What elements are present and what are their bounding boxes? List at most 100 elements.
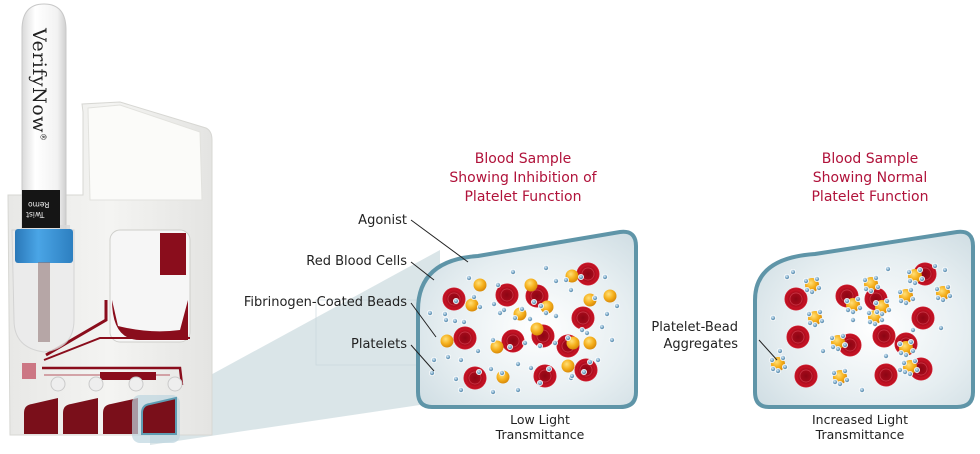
platelet: [857, 304, 864, 311]
red-blood-cell-center: [789, 292, 803, 306]
platelet: [568, 286, 575, 293]
platelet: [465, 274, 472, 281]
normal-chamber: [753, 229, 975, 409]
platelet: [522, 339, 529, 346]
platelet: [872, 320, 879, 327]
platelet: [599, 323, 606, 330]
red-blood-cell: [784, 287, 808, 311]
platelet: [814, 275, 821, 282]
platelet: [528, 364, 535, 371]
red-blood-cell: [453, 326, 477, 350]
platelet: [426, 309, 433, 316]
label-platelet-bead-aggregates: Platelet-Bead Aggregates: [651, 320, 738, 352]
platelet: [807, 319, 814, 326]
red-blood-cell: [495, 283, 519, 307]
red-blood-cell-center: [468, 371, 482, 385]
tube-band-text: Remo: [28, 200, 50, 209]
platelet: [498, 369, 505, 376]
platelet: [829, 334, 836, 341]
platelet: [496, 309, 503, 316]
platelet: [614, 302, 621, 309]
platelet: [509, 268, 516, 275]
platelet: [460, 318, 467, 325]
platelet: [898, 297, 905, 304]
platelet: [474, 347, 481, 354]
platelet: [452, 375, 459, 382]
platelet: [489, 388, 496, 395]
red-blood-cell-center: [579, 363, 593, 377]
platelet: [579, 326, 586, 333]
normal-caption: Increased Light Transmittance: [811, 412, 908, 442]
platelet: [565, 334, 572, 341]
platelet: [769, 356, 776, 363]
platelet: [850, 316, 857, 323]
platelet: [784, 273, 791, 280]
platelet: [519, 305, 526, 312]
platelet: [945, 283, 952, 290]
platelet: [470, 293, 477, 300]
platelet: [859, 386, 866, 393]
platelet: [897, 340, 904, 347]
platelet: [844, 297, 851, 304]
platelet: [775, 367, 782, 374]
platelet: [780, 354, 787, 361]
platelet: [451, 317, 458, 324]
platelet: [935, 294, 942, 301]
platelet: [934, 285, 941, 292]
platelet: [850, 308, 857, 315]
platelet: [537, 379, 544, 386]
platelet: [552, 339, 559, 346]
platelet: [866, 309, 873, 316]
platelet: [602, 273, 609, 280]
platelet: [874, 308, 881, 315]
device-brand-label: VerifyNow®: [28, 28, 50, 142]
red-blood-cell-center: [799, 369, 813, 383]
inhibition-caption: Low Light Transmittance: [495, 412, 585, 442]
platelet: [835, 345, 842, 352]
red-blood-cell: [786, 325, 810, 349]
red-blood-cell: [872, 324, 896, 348]
red-blood-cell-center: [447, 292, 461, 306]
platelet: [910, 295, 917, 302]
platelet: [543, 264, 550, 271]
platelet: [855, 295, 862, 302]
platelet: [563, 276, 570, 283]
red-blood-cell: [874, 363, 898, 387]
platelet: [500, 306, 507, 313]
platelet: [441, 310, 448, 317]
inhibition-chamber: [416, 229, 638, 409]
platelet: [770, 314, 777, 321]
red-blood-cell: [576, 262, 600, 286]
platelet: [831, 369, 838, 376]
platelet: [912, 357, 919, 364]
platelet: [886, 306, 893, 313]
platelet: [531, 298, 538, 305]
platelet: [537, 342, 544, 349]
tube-band-text: Twist: [26, 210, 45, 219]
platelet: [782, 363, 789, 370]
platelet: [804, 286, 811, 293]
platelet: [538, 302, 545, 309]
platelet: [910, 347, 917, 354]
platelet: [845, 306, 852, 313]
red-blood-cell-center: [458, 331, 472, 345]
sample-tube: [11, 3, 75, 353]
platelet: [901, 359, 908, 366]
fibrinogen-bead: [561, 359, 575, 373]
platelet: [862, 276, 869, 283]
platelet: [873, 274, 880, 281]
platelet: [806, 310, 813, 317]
platelet: [885, 265, 892, 272]
platelet: [777, 347, 784, 354]
platelet: [475, 368, 482, 375]
platelet: [490, 300, 497, 307]
platelet: [553, 277, 560, 284]
platelet: [581, 368, 588, 375]
platelet: [817, 308, 824, 315]
red-blood-cell: [571, 306, 595, 330]
red-blood-cell-center: [879, 368, 893, 382]
platelet: [938, 324, 945, 331]
platelet: [917, 266, 924, 273]
red-blood-cell-center: [538, 369, 552, 383]
